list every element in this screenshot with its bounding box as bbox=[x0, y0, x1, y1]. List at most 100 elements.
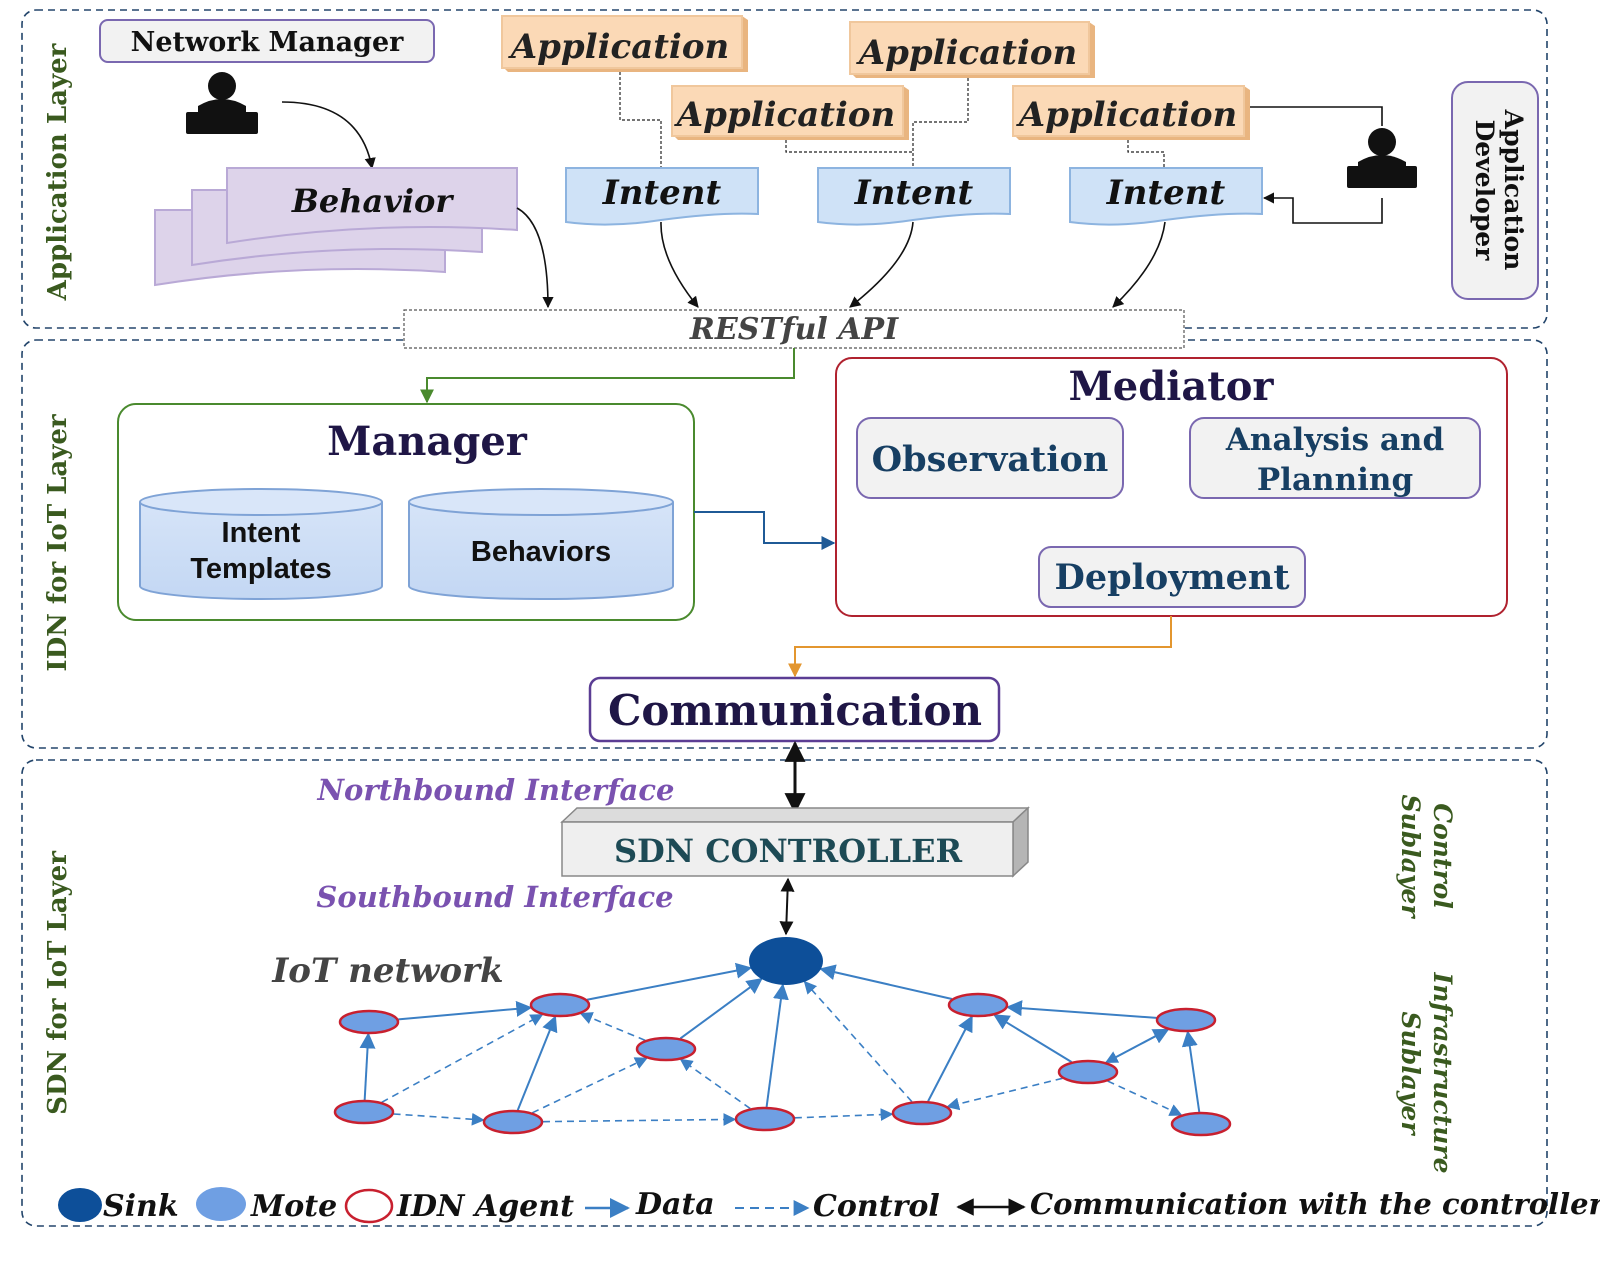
sdn-controller-block bbox=[560, 806, 1030, 878]
control-sublayer-line2: Sublayer bbox=[1396, 794, 1425, 919]
analysis-planning-line1: Analysis and bbox=[1225, 422, 1444, 458]
mote-node-m7 bbox=[734, 1106, 796, 1132]
controller-sink-arrow bbox=[779, 877, 795, 936]
mediator-title: Mediator bbox=[1068, 363, 1274, 410]
iot-network-links bbox=[359, 962, 1201, 1126]
application-box-1: Application bbox=[501, 15, 748, 72]
mote-node-m13 bbox=[1170, 1111, 1232, 1137]
behavior-label: Behavior bbox=[291, 182, 455, 220]
mote-node-m11 bbox=[1057, 1059, 1119, 1085]
observation-box bbox=[856, 417, 1124, 499]
developer-to-intent-arrow bbox=[1262, 192, 1383, 224]
app4-to-developer-line bbox=[1250, 106, 1383, 126]
data-link-m2-sink bbox=[586, 962, 753, 1001]
data-link-m12-m4 bbox=[1005, 1000, 1157, 1019]
control-link-m3-m2 bbox=[579, 1012, 646, 1042]
iot-network-nodes bbox=[333, 937, 1232, 1137]
mote-node-m3 bbox=[635, 1036, 697, 1062]
manager-title: Manager bbox=[327, 418, 528, 465]
mediator-to-communication-arrow bbox=[788, 616, 1172, 678]
infrastructure-sublayer-line2: Sublayer bbox=[1396, 1011, 1425, 1136]
api-arrows bbox=[516, 207, 1166, 309]
application-developer-label-line1: Application bbox=[1499, 109, 1528, 271]
legend-communication-label: Communication with the controller bbox=[1030, 1187, 1600, 1221]
mote-node-m8 bbox=[891, 1100, 953, 1126]
legend-sink-label: Sink bbox=[103, 1189, 179, 1224]
manager-to-behavior-arrow bbox=[281, 101, 376, 170]
behaviors-label: Behaviors bbox=[471, 536, 611, 568]
control-sublayer-line1: Control bbox=[1428, 803, 1457, 909]
intent-document-3: Intent bbox=[1069, 167, 1263, 226]
application-layer-frame bbox=[21, 9, 1548, 329]
data-link-m3-sink bbox=[679, 978, 763, 1040]
deployment-label: Deployment bbox=[1055, 557, 1290, 598]
data-link-m5-m1 bbox=[359, 1032, 376, 1101]
northbound-interface-label: Northbound Interface bbox=[317, 773, 675, 807]
network-manager-person-icon bbox=[186, 72, 258, 134]
application-label-2: Application bbox=[856, 33, 1078, 73]
application-intent-connectors bbox=[619, 72, 1165, 168]
intent-document-2: Intent bbox=[817, 167, 1011, 226]
application-layer-label: Application Layer bbox=[43, 43, 73, 301]
observation-label: Observation bbox=[872, 439, 1109, 480]
infrastructure-sublayer-line1: Infrastructure bbox=[1428, 972, 1457, 1174]
control-link-m6-m3 bbox=[531, 1057, 648, 1114]
manager-to-mediator-arrow bbox=[694, 511, 836, 550]
network-manager-box bbox=[99, 19, 435, 63]
application-label-4: Application bbox=[1016, 95, 1238, 135]
sdn-controller-label: SDN CONTROLLER bbox=[614, 832, 963, 870]
intent-label-3: Intent bbox=[1106, 173, 1226, 213]
analysis-planning-box bbox=[1189, 417, 1481, 499]
iot-network-label: IoT network bbox=[271, 951, 503, 991]
legend-data-label: Data bbox=[635, 1187, 715, 1222]
control-link-m11-m13 bbox=[1107, 1080, 1183, 1116]
sdn-layer-label: SDN for IoT Layer bbox=[43, 851, 73, 1115]
mote-node-m6 bbox=[482, 1109, 544, 1135]
application-label-3: Application bbox=[674, 95, 896, 135]
application-developer-label-line2: Developer bbox=[1470, 120, 1499, 262]
legend-sink-symbol bbox=[58, 1188, 102, 1222]
control-link-m7-m8 bbox=[794, 1108, 894, 1121]
behavior-document-stack bbox=[154, 167, 518, 287]
legend-mote-label: Mote bbox=[250, 1189, 337, 1224]
intent-document-1: Intent bbox=[565, 167, 759, 226]
control-link-m6-m7 bbox=[542, 1113, 737, 1126]
restful-api-label: RESTful API bbox=[689, 312, 899, 347]
legend-control-label: Control bbox=[813, 1189, 940, 1224]
data-link-m6-m2 bbox=[516, 1015, 558, 1111]
control-link-m8-sink bbox=[803, 980, 913, 1103]
data-link-m8-m4 bbox=[927, 1015, 973, 1102]
data-link-m11-m12 bbox=[1105, 1028, 1170, 1064]
behaviors-database: Behaviors bbox=[408, 488, 674, 600]
application-box-4: Application bbox=[1012, 85, 1250, 140]
intent-templates-database: Intent Templates bbox=[139, 488, 383, 600]
api-to-manager-arrow bbox=[420, 348, 795, 404]
mote-node-m5 bbox=[333, 1099, 395, 1125]
data-link-m7-sink bbox=[765, 983, 789, 1108]
mote-node-m1 bbox=[338, 1009, 400, 1035]
analysis-planning-line2: Planning bbox=[1257, 462, 1413, 498]
application-label-1: Application bbox=[508, 27, 730, 67]
intent-label-2: Intent bbox=[854, 173, 974, 213]
control-link-m5-m2 bbox=[381, 1013, 544, 1104]
idn-layer-label: IDN for IoT Layer bbox=[43, 414, 73, 671]
application-developer-person-icon bbox=[1347, 128, 1417, 188]
legend-idn-agent-label: IDN Agent bbox=[396, 1189, 574, 1224]
application-box-3: Application bbox=[671, 85, 909, 140]
communication-label: Communication bbox=[608, 686, 982, 735]
deployment-box bbox=[1038, 546, 1306, 608]
control-link-m11-m8 bbox=[946, 1077, 1063, 1111]
mote-node-m4 bbox=[947, 992, 1009, 1018]
network-manager-label: Network Manager bbox=[131, 27, 404, 58]
application-box-2: Application bbox=[849, 21, 1095, 78]
intent-templates-line2: Templates bbox=[190, 553, 331, 585]
application-developer-box bbox=[1451, 81, 1539, 300]
legend-idn-agent-symbol bbox=[344, 1188, 394, 1224]
data-link-m13-m12 bbox=[1181, 1030, 1201, 1113]
mote-node-m12 bbox=[1155, 1007, 1217, 1033]
intent-label-1: Intent bbox=[602, 173, 722, 213]
data-link-m1-m2 bbox=[398, 1000, 533, 1021]
intent-templates-line1: Intent bbox=[222, 517, 301, 549]
sink-node bbox=[749, 937, 823, 985]
